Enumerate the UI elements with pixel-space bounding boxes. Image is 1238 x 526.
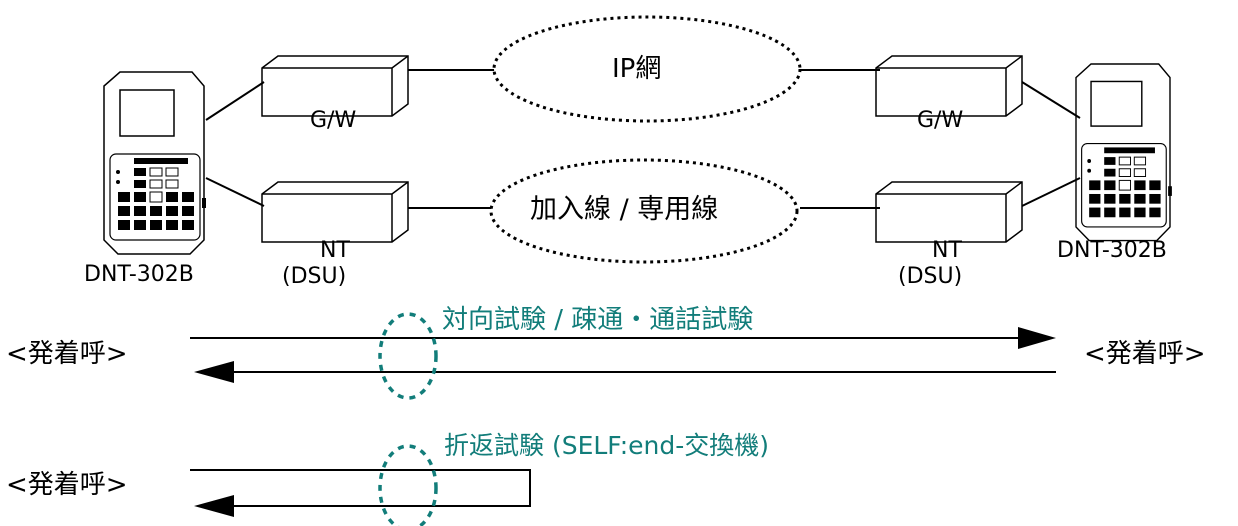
nt-right-box — [875, 181, 1023, 243]
nt-left-sub-label: (DSU) — [282, 264, 347, 289]
gateway-left-box — [261, 55, 409, 117]
connection-lines — [205, 69, 1081, 209]
call-left-bottom-label: <発着呼> — [6, 470, 128, 500]
line-network-cloud — [489, 158, 799, 264]
opposite-test-label: 対向試験 / 疎通・通話試験 — [442, 305, 754, 335]
call-right-top-label: <発着呼> — [1084, 339, 1206, 369]
call-left-top-label: <発着呼> — [6, 339, 128, 369]
nt-right-sub-label: (DSU) — [898, 264, 963, 289]
tester-left — [103, 71, 207, 255]
nt-left-box — [261, 181, 409, 243]
gateway-right-label: G/W — [917, 108, 964, 133]
tester-left-label: DNT-302B — [84, 262, 194, 287]
tester-right-label: DNT-302B — [1057, 238, 1167, 263]
ip-network-label: IP網 — [612, 54, 662, 84]
line-network-label: 加入線 / 専用線 — [530, 194, 719, 225]
ip-network-cloud — [492, 15, 802, 123]
tester-right — [1075, 63, 1173, 242]
loopback-test-label: 折返試験 (SELF:end-交換機) — [444, 431, 770, 460]
loopback-test-arrows — [190, 469, 531, 517]
nt-right-label: NT — [932, 238, 962, 263]
opposite-test-arrows — [190, 327, 1056, 383]
measure-point-marker-bottom — [378, 444, 438, 526]
gateway-right-box — [875, 55, 1023, 117]
gateway-left-label: G/W — [310, 108, 357, 133]
measure-point-marker-top — [378, 312, 438, 400]
nt-left-label: NT — [320, 238, 350, 263]
